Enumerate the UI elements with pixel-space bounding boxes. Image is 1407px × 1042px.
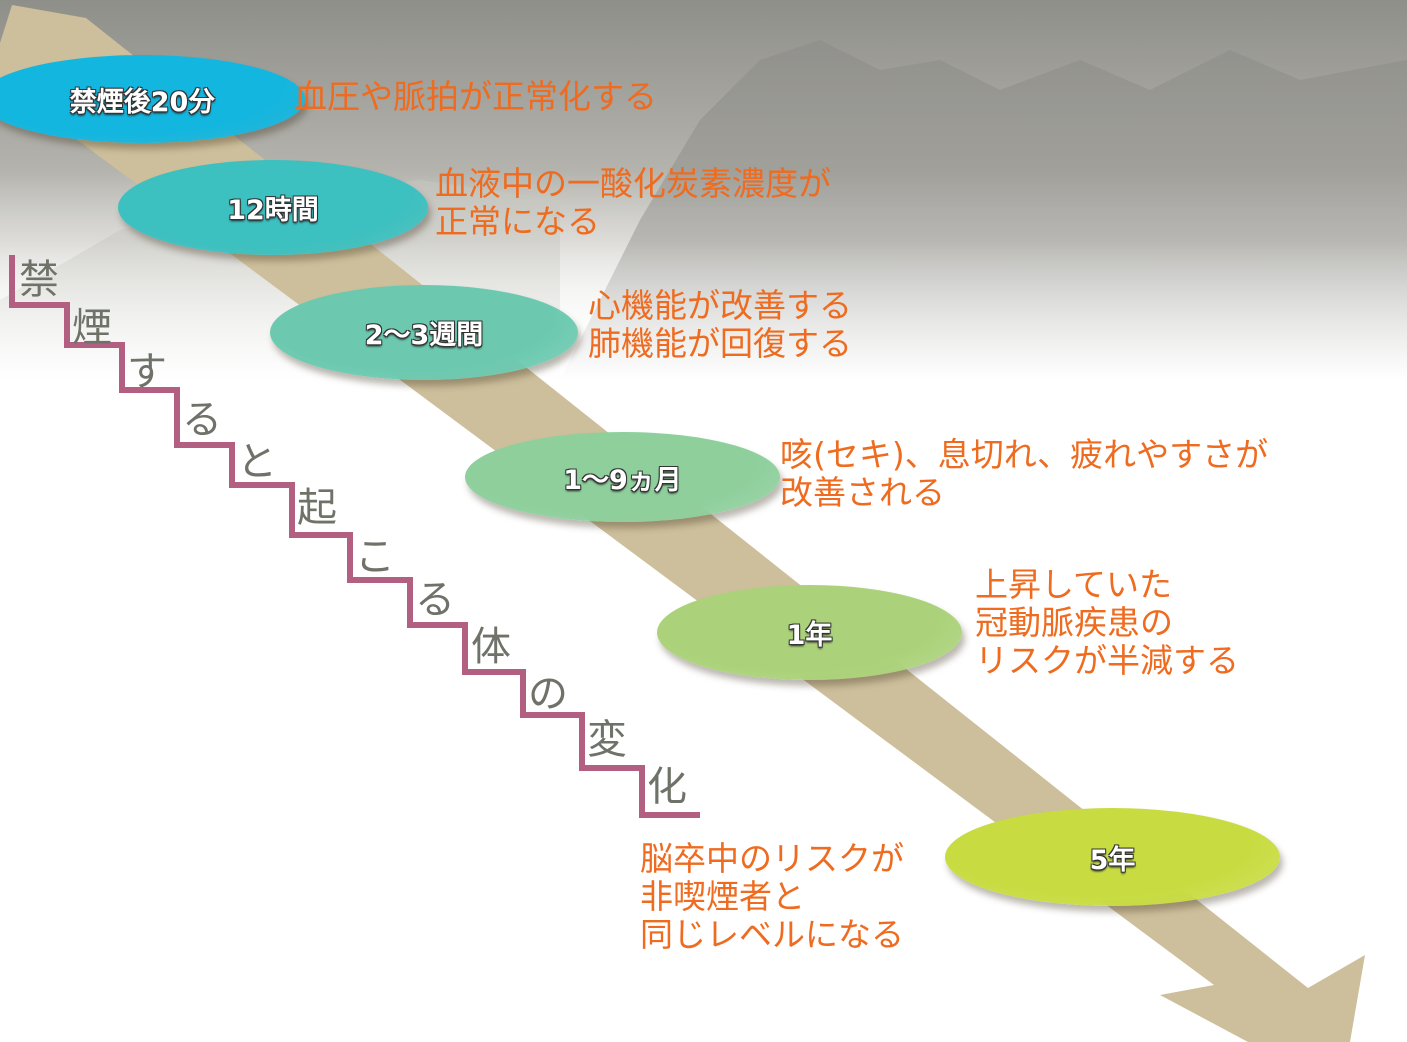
description-line: 血液中の一酸化炭素濃度が: [435, 164, 831, 203]
description-line: 脳卒中のリスクが: [640, 839, 904, 878]
description-line: 同じレベルになる: [640, 915, 904, 954]
description-line: 冠動脈疾患の: [975, 603, 1173, 642]
title-char: 体: [471, 624, 511, 670]
stage-time-label: 5年: [1089, 844, 1136, 876]
stage-oval: 12時間: [118, 160, 428, 255]
stage-oval: 1年: [657, 585, 962, 680]
description-line: 肺機能が回復する: [588, 324, 852, 363]
description-line: リスクが半減する: [975, 641, 1239, 680]
staircase-line: [9, 255, 700, 818]
stage-oval: 1〜9ヵ月: [465, 432, 780, 522]
stage-description: 血圧や脈拍が正常化する: [294, 78, 657, 116]
stage-time-label: 2〜3週間: [364, 320, 484, 351]
stage-description: 上昇していた冠動脈疾患のリスクが半減する: [975, 566, 1239, 680]
title-char: 変: [587, 717, 627, 763]
stage-oval: 5年: [945, 808, 1280, 906]
stage-description: 血液中の一酸化炭素濃度が正常になる: [435, 165, 831, 241]
title-char: こ: [355, 534, 395, 580]
title-char: 煙: [72, 305, 112, 351]
title-char: の: [528, 671, 568, 717]
title-char: 化: [647, 764, 687, 810]
stage-oval: 禁煙後20分: [0, 55, 305, 143]
stage-time-label: 12時間: [227, 195, 319, 226]
timeline-arrow: [0, 5, 1365, 1042]
description-line: 正常になる: [435, 202, 600, 241]
stage-description: 心機能が改善する肺機能が回復する: [588, 287, 852, 363]
description-line: 咳(セキ)、息切れ、疲れやすさが: [780, 435, 1269, 474]
title-char: と: [237, 439, 277, 485]
title-char: 起: [297, 485, 337, 531]
title-char: る: [415, 577, 455, 623]
title-char: す: [127, 349, 167, 395]
description-line: 改善される: [780, 473, 945, 512]
title-char: 禁: [19, 257, 59, 303]
description-line: 非喫煙者と: [640, 877, 805, 916]
stage-time-label: 1〜9ヵ月: [563, 464, 682, 496]
stage-description: 咳(セキ)、息切れ、疲れやすさが改善される: [780, 436, 1268, 512]
description-line: 上昇していた: [975, 565, 1173, 604]
stage-time-label: 1年: [786, 620, 833, 651]
stage-time-label: 禁煙後20分: [69, 86, 216, 118]
description-line: 心機能が改善する: [588, 286, 852, 325]
title-char: る: [182, 397, 222, 443]
stage-description: 脳卒中のリスクが非喫煙者と同じレベルになる: [640, 840, 904, 954]
description-line: 血圧や脈拍が正常化する: [294, 77, 657, 116]
stage-oval: 2〜3週間: [270, 285, 578, 380]
